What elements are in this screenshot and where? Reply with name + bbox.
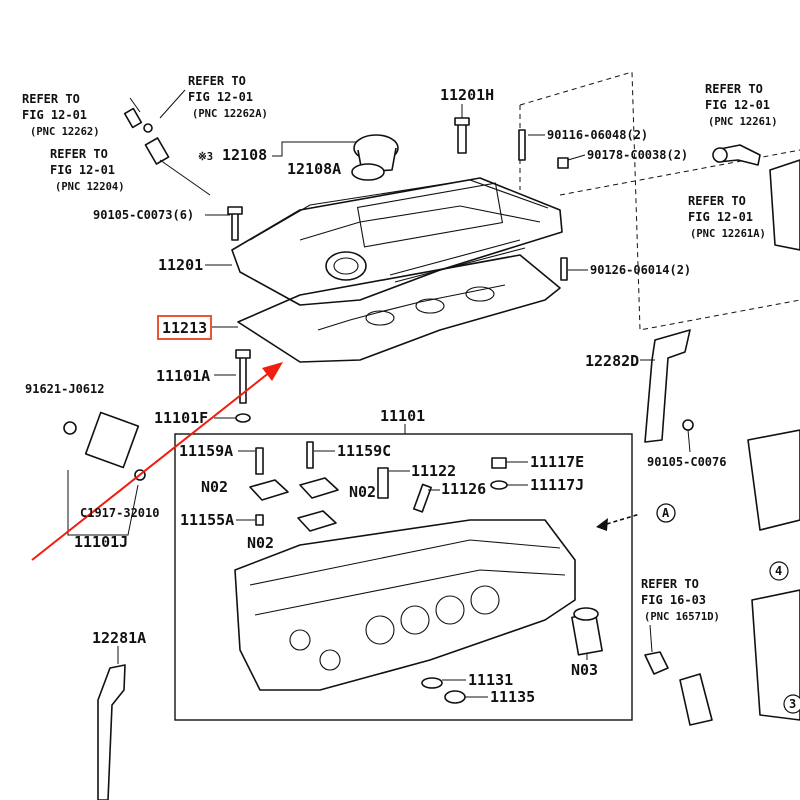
valve-cover-gasket-drawing: [237, 254, 561, 363]
label-12282d: 12282D: [585, 352, 639, 370]
label-11201h: 11201H: [440, 86, 494, 104]
label-circle-3: 3: [789, 697, 796, 711]
bolt-11159c-drawing: [306, 441, 314, 469]
label-90178: 90178-C0038(2): [587, 148, 688, 162]
refer-12261-line2: FIG 12-01: [705, 98, 770, 112]
refer-12261-line1: REFER TO: [705, 82, 763, 96]
label-90105-c0076: 90105-C0076: [647, 455, 726, 469]
leader-90105-c0076: [687, 429, 691, 453]
oil-control-valve-drawing: [63, 411, 146, 481]
valve-cover-drawing: [231, 177, 563, 306]
label-11101j: 11101J: [74, 533, 128, 551]
label-11101f: 11101F: [154, 409, 208, 427]
view-arrow-a: [596, 503, 676, 531]
label-n02-upper-left: N02: [201, 478, 228, 496]
pin-11122-drawing: [377, 467, 389, 499]
highlight-box-11213: [157, 315, 212, 340]
refer-16571d-line2: FIG 16-03: [641, 593, 706, 607]
label-n02-lower: N02: [247, 534, 274, 552]
label-91917: C1917-32010: [80, 506, 159, 520]
bolt-90105-c0073-drawing: [227, 206, 243, 241]
label-11159c: 11159C: [337, 442, 391, 460]
label-90105-c0073: 90105-C0073(6): [93, 208, 194, 222]
label-11117e: 11117E: [530, 453, 584, 471]
label-11101: 11101: [380, 407, 425, 425]
refer-12204-line2: FIG 12-01: [50, 163, 115, 177]
pin-11126-drawing: [412, 483, 432, 513]
leader-91917: [67, 470, 139, 536]
hose-16571d-drawing: [644, 651, 713, 726]
oil-filler-cap-drawing: [351, 134, 399, 181]
label-11135: 11135: [490, 688, 535, 706]
label-90116: 90116-06048(2): [547, 128, 648, 142]
label-11122: 11122: [411, 462, 456, 480]
label-12281a: 12281A: [92, 629, 146, 647]
label-11213: 11213: [162, 319, 207, 337]
refer-12261a-line2: FIG 12-01: [688, 210, 753, 224]
plug-n03-drawing: [571, 607, 603, 656]
label-11201: 11201: [158, 256, 203, 274]
label-11117j: 11117J: [530, 476, 584, 494]
refer-12204-line1: REFER TO: [50, 147, 108, 161]
refer-12204-line3: (PNC 12204): [55, 181, 125, 193]
refer-12262a-line1: REFER TO: [188, 74, 246, 88]
refer-12261a-line1: REFER TO: [688, 194, 746, 208]
bolt-11201h-drawing: [454, 117, 470, 154]
nut-90178-drawing: [557, 157, 569, 169]
refer-12261-line3: (PNC 12261): [708, 116, 778, 128]
leader-12262a: [159, 89, 186, 119]
label-12108-mark: ※3: [198, 151, 213, 163]
refer-12262-line3: (PNC 12262): [30, 126, 100, 138]
label-12108: 12108: [222, 146, 267, 164]
refer-12262-line2: FIG 12-01: [22, 108, 87, 122]
bolt-11159a-drawing: [255, 447, 264, 475]
highlight-arrow: [31, 362, 283, 561]
engine-block-right-drawing: [747, 159, 800, 721]
label-circle-4: 4: [775, 564, 782, 578]
label-11155a: 11155A: [180, 511, 234, 529]
stud-90116-drawing: [518, 129, 526, 161]
leader-12108: [272, 141, 356, 157]
label-n02-upper-right: N02: [349, 483, 376, 501]
sensor-12204-drawing: [144, 137, 211, 196]
washer-11131-drawing: [421, 677, 466, 704]
refer-16571d-line1: REFER TO: [641, 577, 699, 591]
stud-90126-drawing: [560, 257, 568, 281]
dashed-line-mid: [559, 149, 800, 196]
cylinder-head-frame: [174, 433, 633, 721]
label-n03: N03: [571, 661, 598, 679]
refer-12262-line1: REFER TO: [22, 92, 80, 106]
circle-4-marker: [769, 561, 789, 581]
label-12108a: 12108A: [287, 160, 341, 178]
leader-16571d: [649, 624, 653, 653]
label-circle-a: A: [662, 506, 670, 520]
plug-11117e-drawing: [490, 457, 508, 490]
label-11101a: 11101A: [156, 367, 210, 385]
refer-12262a-line2: FIG 12-01: [188, 90, 253, 104]
label-11126: 11126: [441, 480, 486, 498]
label-90126: 90126-06014(2): [590, 263, 691, 277]
dashed-region-upper: [519, 71, 800, 331]
leader-90178: [567, 154, 586, 161]
circle-3-marker: [783, 694, 800, 714]
refer-12262a-line3: (PNC 12262A): [192, 108, 268, 120]
bolt-11101a-drawing: [235, 349, 251, 423]
refer-12261a-line3: (PNC 12261A): [690, 228, 766, 240]
label-91621: 91621-J0612: [25, 382, 104, 396]
engine-hanger-12281a-drawing: [97, 664, 126, 800]
label-11159a: 11159A: [179, 442, 233, 460]
connector-12262-drawing: [123, 97, 153, 133]
engine-hanger-bracket-drawing: [644, 329, 694, 443]
cylinder-head-drawing: [234, 519, 576, 691]
cam-bearing-cap-drawing: [249, 477, 339, 532]
label-11131: 11131: [468, 671, 513, 689]
hose-12261-drawing: [712, 144, 761, 166]
refer-16571d-line3: (PNC 16571D): [644, 611, 720, 623]
